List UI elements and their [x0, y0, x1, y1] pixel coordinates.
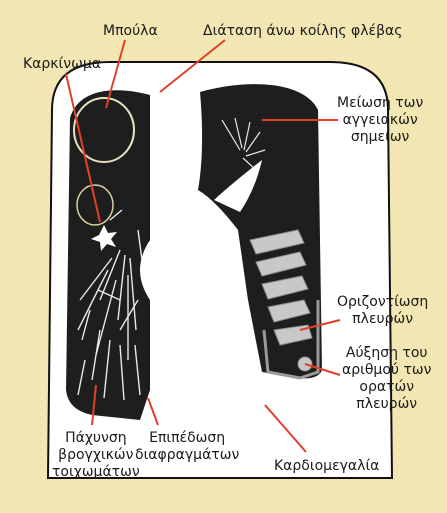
label-ribs-horizontal-line1: Οριζοντίωση — [337, 294, 428, 311]
label-ribs-more: Αύξηση του αριθμού των ορατών πλευρών — [342, 345, 431, 413]
label-ribs-more-line1: Αύξηση του — [342, 345, 431, 362]
label-bronchial: Πάχυνση βρογχικών τοιχωμάτων — [52, 430, 140, 481]
label-bronchial-line1: Πάχυνση — [52, 430, 140, 447]
label-cardio: Καρδιομεγαλία — [274, 458, 379, 475]
label-vascular-line1: Μείωση των — [337, 95, 423, 112]
label-bulla: Μπούλα — [103, 23, 158, 40]
label-ribs-more-line3: ορατών — [342, 379, 431, 396]
label-diaphragm: Επιπέδωση διαφραγμάτων — [135, 430, 239, 464]
label-ribs-more-line2: αριθμού των — [342, 362, 431, 379]
label-diaphragm-line2: διαφραγμάτων — [135, 447, 239, 464]
label-vascular: Μείωση των αγγειακών σημείων — [337, 95, 423, 146]
label-carcinoma: Καρκίνωμα — [23, 56, 101, 73]
label-ribs-more-line4: πλευρών — [342, 396, 431, 413]
label-vascular-line3: σημείων — [337, 129, 423, 146]
label-svc: Διάταση άνω κοίλης φλέβας — [203, 23, 402, 40]
label-bronchial-line2: βρογχικών — [52, 447, 140, 464]
label-ribs-horizontal: Οριζοντίωση πλευρών — [337, 294, 428, 328]
label-diaphragm-line1: Επιπέδωση — [135, 430, 239, 447]
label-vascular-line2: αγγειακών — [337, 112, 423, 129]
label-bronchial-line3: τοιχωμάτων — [52, 464, 140, 481]
label-ribs-horizontal-line2: πλευρών — [337, 311, 428, 328]
